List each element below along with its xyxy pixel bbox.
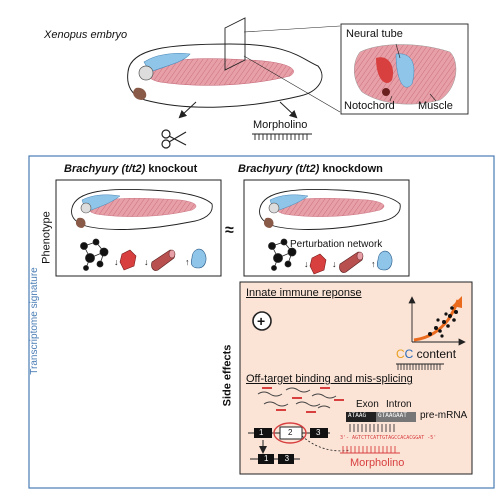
pre-mrna-label: pre-mRNA xyxy=(420,410,468,421)
phenotype-label: Phenotype xyxy=(40,211,53,264)
notochord-label: Notochord xyxy=(344,100,395,112)
top-embryo xyxy=(127,43,323,108)
side-effects-panel xyxy=(239,281,473,475)
immune-plus-icon xyxy=(252,311,272,331)
ko-arrow-notochord: ↓ xyxy=(114,257,119,267)
cross-section-inset xyxy=(340,23,469,115)
kd-arrow-notochord: ↓ xyxy=(304,259,309,269)
immune-title: Innate immune reponse xyxy=(246,287,362,299)
approx-symbol: ≈ xyxy=(225,222,234,239)
knockout-neural-icon xyxy=(190,248,207,269)
knockdown-embryo xyxy=(259,188,401,230)
knockdown-notochord-icon xyxy=(309,253,327,275)
kd-arrow-muscle: ↓ xyxy=(332,259,337,269)
ko-arrow-neural: ↑ xyxy=(185,257,190,267)
cc-content-label: CC content xyxy=(396,348,456,360)
morpholino-icon xyxy=(252,133,312,140)
knockdown-title: Brachyury (t/t2) knockdown xyxy=(238,164,383,175)
offtarget-title: Off-target binding and mis-splicing xyxy=(246,373,413,385)
knockout-title: Brachyury (t/t2) knockout xyxy=(64,164,197,175)
knockdown-title-gene: Brachyury (t/t2) xyxy=(238,163,320,175)
intron-sequence: GTAAGAAT xyxy=(378,412,407,419)
perturbation-label: Perturbation network xyxy=(290,239,383,250)
exon-label: Exon xyxy=(356,399,379,410)
cc-sequence-bar xyxy=(396,363,444,370)
ko-arrow-muscle: ↓ xyxy=(144,257,149,267)
embryo-label: Xenopus embryo xyxy=(44,29,128,41)
scissors-icon xyxy=(161,129,187,149)
muscle-label: Muscle xyxy=(418,100,453,112)
knockdown-muscle-icon xyxy=(339,251,364,273)
knockout-title-gene: Brachyury (t/t2) xyxy=(64,163,146,175)
knockout-embryo xyxy=(71,188,213,230)
transcript-cloud xyxy=(257,387,344,413)
exon-box-2: 2 xyxy=(288,428,293,437)
immune-plus: + xyxy=(257,313,266,329)
knockdown-title-rest: knockdown xyxy=(319,163,383,175)
transcriptome-frame xyxy=(28,155,495,489)
splicing-diagram xyxy=(248,422,351,464)
morpholino-bottom-label: Morpholino xyxy=(350,457,405,469)
knockout-title-rest: knockout xyxy=(145,163,198,175)
neural-tube-label: Neural tube xyxy=(346,28,403,40)
morpholino-sequence: 3'- AGTCTTCATTGTAGCCACACGGAT -5' xyxy=(340,435,437,441)
exon-box-3: 3 xyxy=(316,428,321,437)
cc-c1: C xyxy=(396,347,405,361)
knockout-notochord-icon xyxy=(119,249,137,271)
pre-mrna-sequence xyxy=(346,412,416,432)
knockout-network xyxy=(80,238,109,271)
kd-arrow-neural: ↑ xyxy=(371,259,376,269)
exon-box-1: 1 xyxy=(259,428,264,437)
knockdown-neural-icon xyxy=(376,250,393,271)
morpholino-bar xyxy=(340,446,400,454)
cc-c2: C xyxy=(404,347,414,361)
exon-sequence: ATAAG xyxy=(348,412,367,419)
morpholino-top-label: Morpholino xyxy=(253,119,308,131)
side-effects-label: Side effects xyxy=(221,344,234,407)
transcriptome-label: Transcriptome signature xyxy=(29,267,40,375)
spliced-boxes: 1 3 xyxy=(264,454,297,463)
cc-scatter-plot xyxy=(408,296,466,346)
cross-section-plane xyxy=(224,17,341,113)
intron-label: Intron xyxy=(386,399,412,410)
cc-rest: content xyxy=(413,347,457,361)
knockout-muscle-icon xyxy=(151,249,176,271)
knockdown-network xyxy=(268,238,297,271)
